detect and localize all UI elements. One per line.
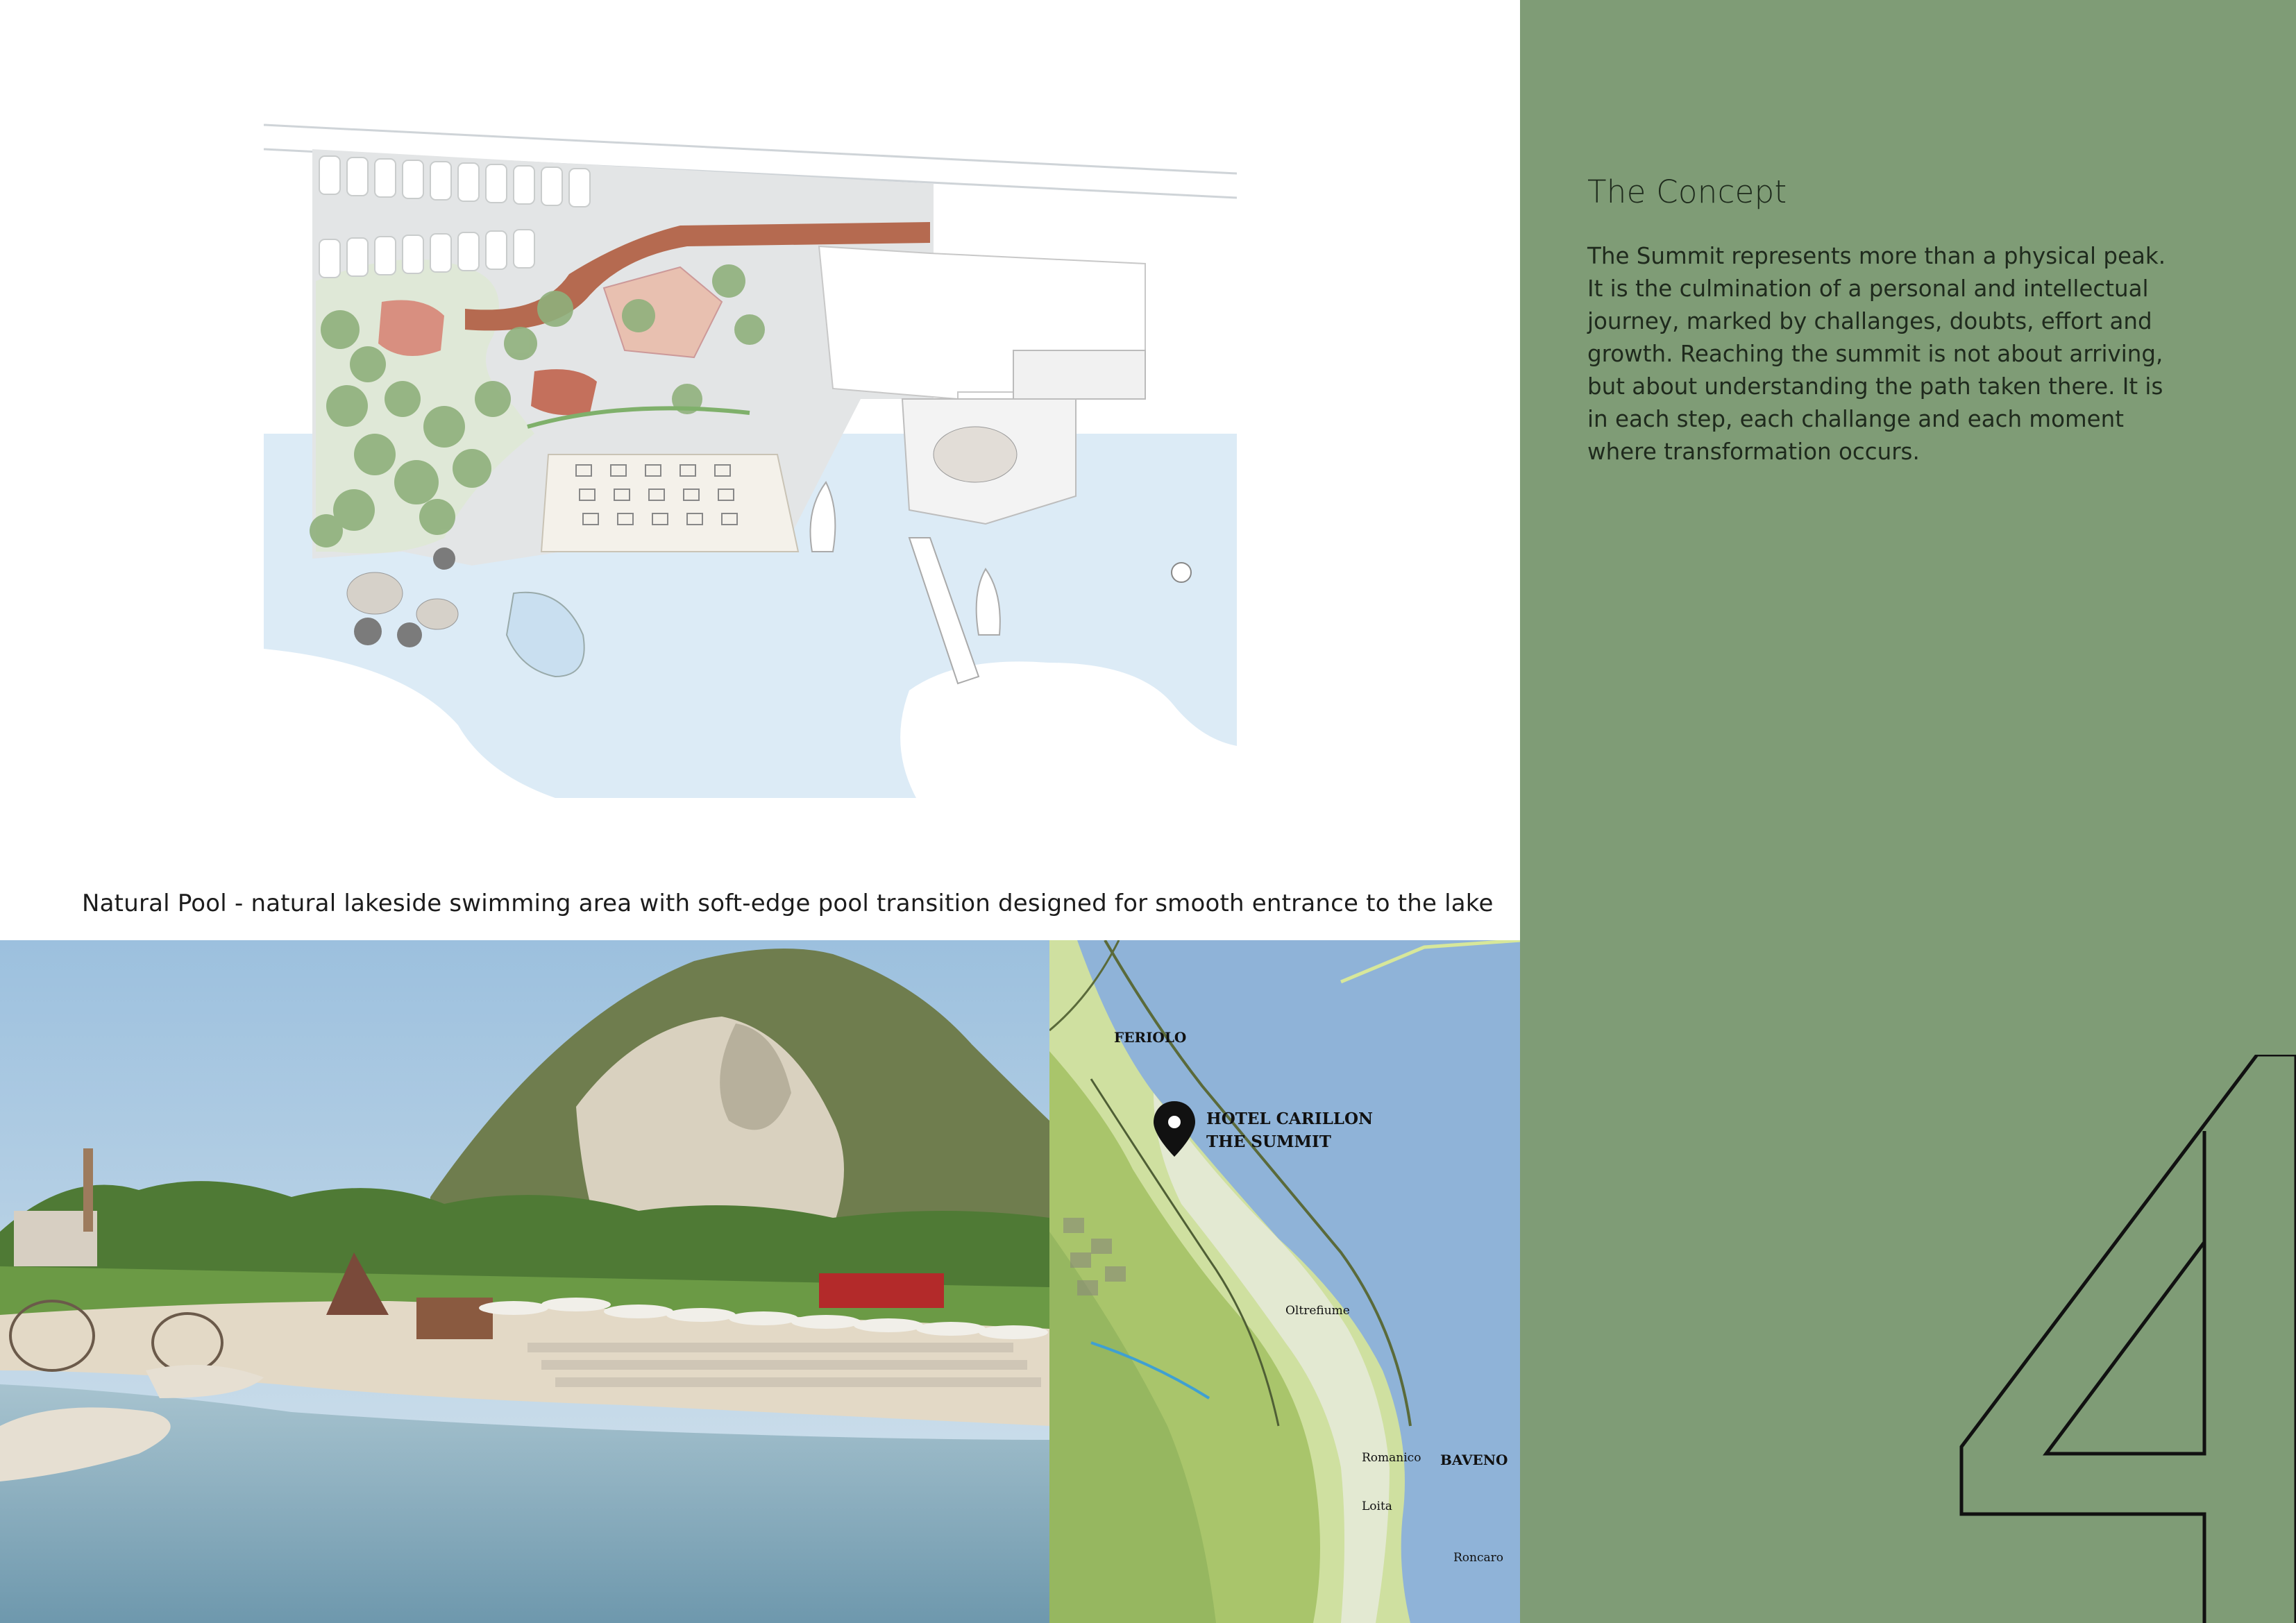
concept-line: The Summit represents more than a physic…	[1587, 243, 2166, 269]
concept-line: It is the culmination of a personal and …	[1587, 275, 2149, 302]
concept-line: in each step, each challange and each mo…	[1587, 406, 2124, 432]
map-label-hotel-line2: THE SUMMIT	[1206, 1132, 1331, 1151]
location-map: FERIOLO HOTEL CARILLON THE SUMMIT BAVENO…	[1049, 940, 1521, 1623]
natural-pool-render	[0, 940, 1049, 1623]
location-pin-icon	[1154, 1101, 1195, 1157]
map-label-baveno: BAVENO	[1440, 1452, 1508, 1468]
map-graphic	[1049, 940, 1521, 1623]
map-label-hotel-line1: HOTEL CARILLON	[1206, 1110, 1374, 1128]
map-label-feriolo: FERIOLO	[1114, 1029, 1187, 1046]
concept-paragraph: The Summit represents more than a physic…	[1587, 240, 2166, 468]
concept-line: but about understanding the path taken t…	[1587, 373, 2163, 400]
page-number-outline-4	[1959, 1055, 2296, 1623]
site-plan-drawing	[264, 108, 1237, 798]
map-label-romanico: Romanico	[1362, 1451, 1421, 1465]
map-label-loita: Loita	[1362, 1499, 1392, 1513]
render-caption: Natural Pool - natural lakeside swimming…	[82, 890, 1494, 917]
concept-panel	[1520, 0, 2296, 1623]
concept-line: where transformation occurs.	[1587, 439, 1920, 465]
concept-line: journey, marked by challanges, doubts, e…	[1587, 308, 2152, 334]
concept-heading: The Concept	[1587, 173, 1787, 210]
map-label-roncaro: Roncaro	[1453, 1551, 1504, 1565]
concept-line: growth. Reaching the summit is not about…	[1587, 341, 2163, 367]
map-label-oltrefiume: Oltrefiume	[1285, 1304, 1350, 1318]
